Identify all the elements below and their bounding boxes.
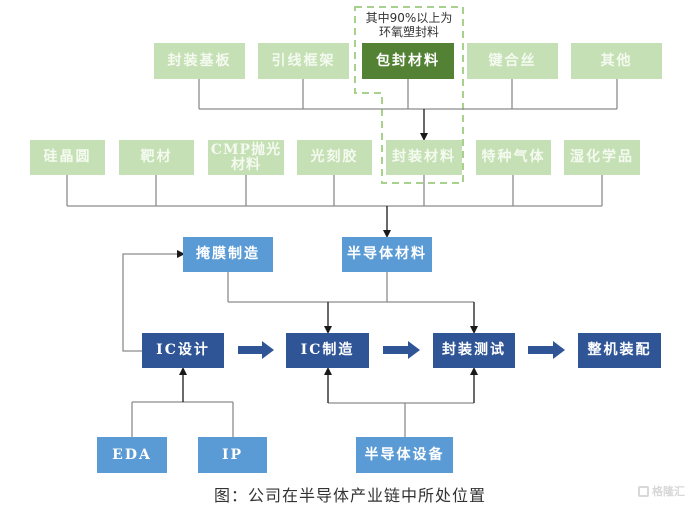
node-packaging-materials: 封装材料 xyxy=(386,140,462,175)
node-photoresist: 光刻胶 xyxy=(297,140,372,175)
node-semiconductor-materials: 半导体材料 xyxy=(342,237,432,272)
watermark: 格隆汇 xyxy=(638,483,685,499)
node-mask-manufacturing: 掩膜制造 xyxy=(183,237,273,272)
watermark-text: 格隆汇 xyxy=(652,485,685,498)
node-packaging-substrate: 封装基板 xyxy=(154,43,245,79)
block-arrow-icon xyxy=(383,341,420,359)
node-packaging-testing: 封装测试 xyxy=(433,333,515,368)
node-wet-chemicals: 湿化学品 xyxy=(564,140,640,175)
node-semiconductor-equipment: 半导体设备 xyxy=(356,437,453,473)
epoxy-note-line1: 其中90%以上为 xyxy=(365,11,453,25)
node-encapsulation-material: 包封材料 xyxy=(362,43,454,79)
node-cmp-material-line2: 材料 xyxy=(231,156,261,173)
node-ip: IP xyxy=(198,437,267,473)
node-system-assembly: 整机装配 xyxy=(578,333,661,368)
node-specialty-gas: 特种气体 xyxy=(476,140,551,175)
node-ic-manufacturing: IC制造 xyxy=(286,333,369,368)
node-other: 其他 xyxy=(571,43,662,79)
node-ic-design: IC设计 xyxy=(142,333,224,368)
node-cmp-material: CMP抛光 材料 xyxy=(208,140,284,175)
figure-caption: 图：公司在半导体产业链中所处位置 xyxy=(213,486,486,505)
node-cmp-material-line1: CMP抛光 xyxy=(210,141,282,158)
watermark-logo-icon xyxy=(638,485,649,497)
node-lead-frame: 引线框架 xyxy=(258,43,349,79)
node-target: 靶材 xyxy=(119,140,194,175)
block-arrow-icon xyxy=(528,341,565,359)
epoxy-note-line2: 环氧塑封料 xyxy=(378,25,439,39)
node-eda: EDA xyxy=(97,437,167,473)
block-arrow-icon xyxy=(238,341,274,359)
node-bonding-wire: 键合丝 xyxy=(467,43,558,79)
epoxy-note: 其中90%以上为 环氧塑封料 xyxy=(355,11,463,39)
node-silicon-wafer: 硅晶圆 xyxy=(30,140,105,175)
